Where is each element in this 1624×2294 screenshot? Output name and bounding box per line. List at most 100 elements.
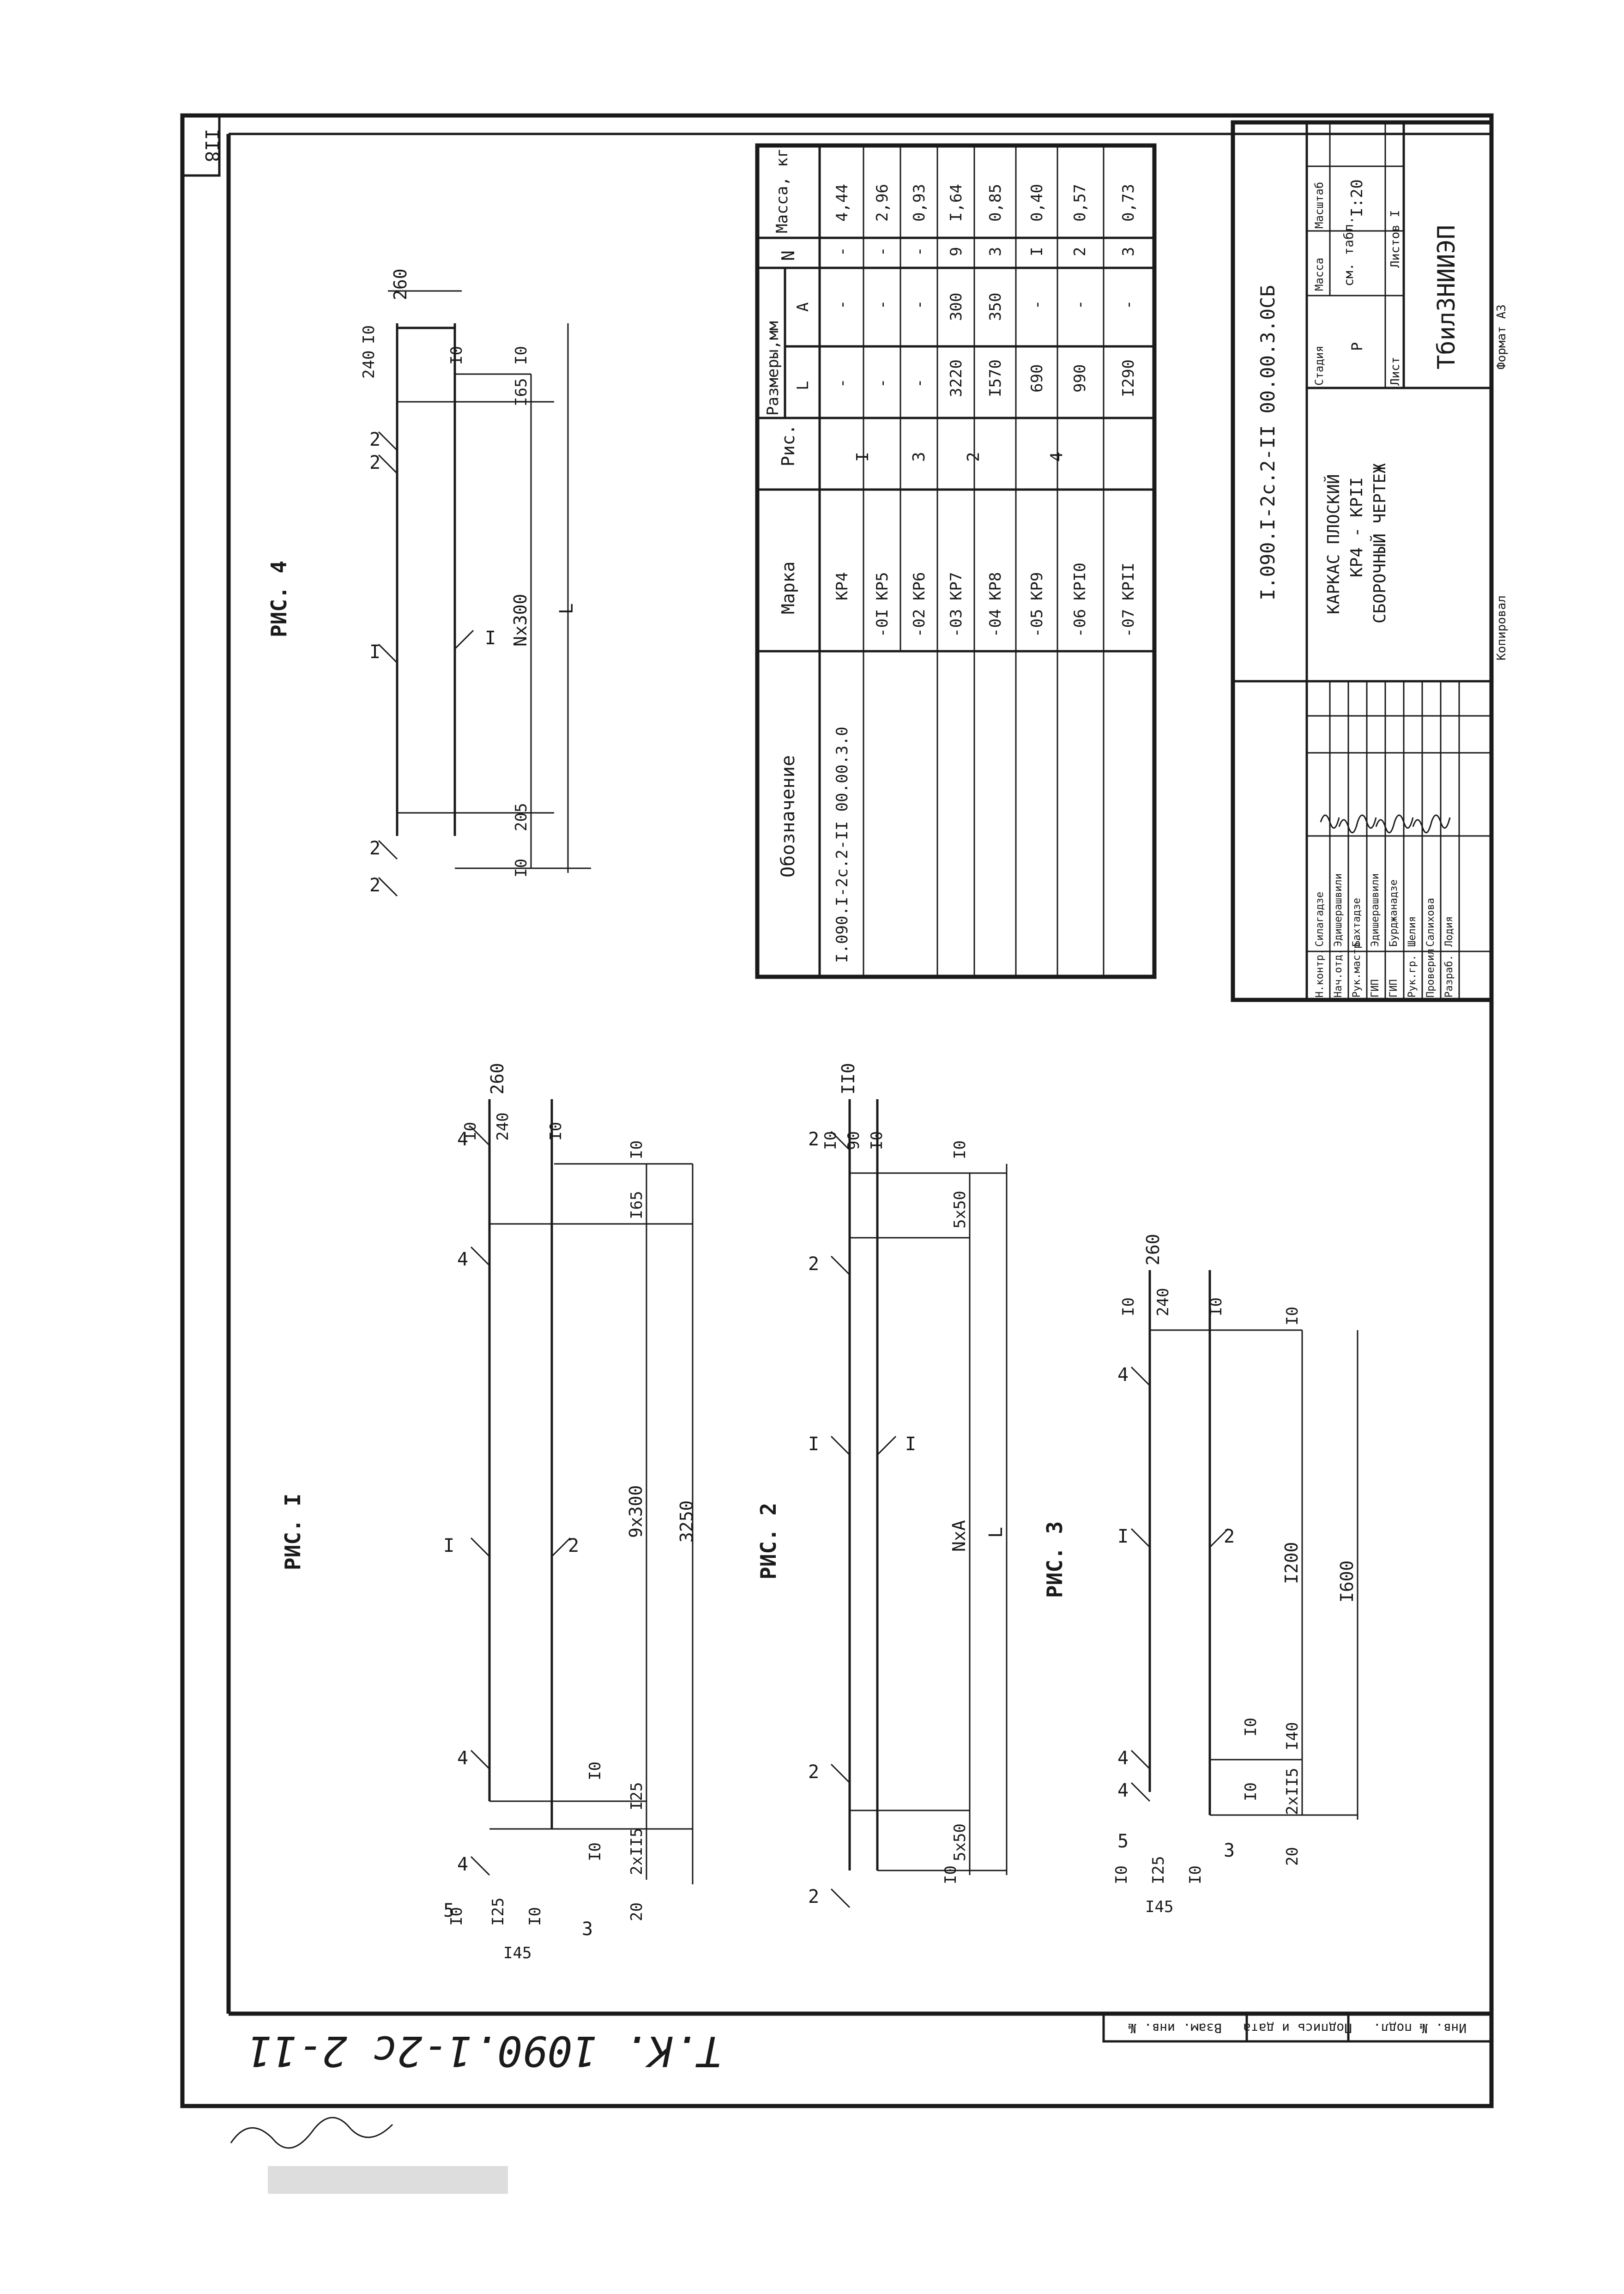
- figure-4: РИС. 4 260 I0 240 I0 I0 I65 Nх300 L I0 2…: [266, 268, 591, 896]
- name-3: Эдишерашвили: [1370, 873, 1381, 947]
- title-line3: СБОРОЧНЫЙ ЧЕРТЕЖ: [1370, 463, 1389, 623]
- fig4-d165: I65: [512, 378, 531, 406]
- fig1-d125a: I25: [628, 1782, 646, 1810]
- cell-ris: 2: [964, 452, 983, 462]
- th-massa: Масса, кг: [773, 148, 791, 233]
- fig4-dL: L: [556, 603, 577, 614]
- fig3-d10c: I0: [1283, 1307, 1302, 1326]
- cell-massa: I,64: [947, 184, 966, 222]
- fig2-d10c: I0: [951, 1140, 969, 1159]
- fig3-pos1: I: [1117, 1526, 1129, 1547]
- fig1-d240: 240: [494, 1113, 512, 1141]
- cell-massa: 0,40: [1028, 184, 1046, 222]
- th-ris: Рис.: [778, 424, 798, 466]
- cell-N: 9: [947, 247, 966, 256]
- name-0: Силагадзе: [1314, 892, 1326, 947]
- fig4-d10a: I0: [360, 325, 378, 344]
- sheet-number: II8: [201, 129, 222, 162]
- fig1-d9x300: 9х300: [626, 1485, 646, 1538]
- fig4-d205: 205: [512, 803, 531, 831]
- sheet-frame: [180, 113, 1494, 2108]
- listov-label: Листов I: [1389, 210, 1402, 268]
- fig1-pos4a: 4: [457, 1129, 468, 1150]
- fig1-d3250: 3250: [676, 1500, 697, 1543]
- cell-L: -: [833, 379, 851, 388]
- figure-1: РИС. I 260 I0 240 I0 I0 I65 9х300 3250 I…: [280, 1063, 697, 1962]
- fig1-d10a: I0: [461, 1122, 480, 1141]
- side-stamp: [1102, 2012, 1493, 2043]
- fig2-dL: L: [985, 1527, 1007, 1538]
- fig1-d10c: I0: [628, 1140, 646, 1159]
- fig3-pos4b: 4: [1117, 1748, 1129, 1769]
- cell-N: I: [1028, 247, 1046, 256]
- fig2-title: РИС. 2: [756, 1503, 781, 1580]
- table-row: -06 КРI0 990 - 2 0,57: [1071, 184, 1089, 637]
- fig2-pos1b: I: [905, 1434, 916, 1455]
- role-5: Рук.гр.: [1407, 955, 1418, 998]
- cell-ris: I: [853, 452, 872, 462]
- table-row: -02 КР6 3 - - - 0,93: [910, 184, 929, 637]
- fig4-d10d: I0: [512, 859, 531, 878]
- fig2-pos2d: 2: [808, 1886, 819, 1907]
- cell-N: 2: [1071, 247, 1089, 256]
- format: Формат А3: [1495, 304, 1509, 369]
- cell-A: 350: [986, 293, 1005, 321]
- cell-A: -: [833, 300, 851, 309]
- fig3-d10b: I0: [1207, 1297, 1226, 1316]
- signature: [230, 2117, 393, 2149]
- fig2-dNxA: NхА: [949, 1520, 969, 1552]
- table-row: -05 КР9 4 690 - I 0,40: [1028, 184, 1066, 637]
- fig3-d2x115: 2хII5: [1283, 1768, 1302, 1815]
- stamp-inv-podl: Инв. № подл.: [1373, 2021, 1467, 2036]
- cell-marka: КР8: [986, 572, 1005, 600]
- cell-marka: КР6: [910, 572, 929, 600]
- table-row: -0I КР5 - - - 2,96: [873, 184, 892, 637]
- cell-N: -: [833, 247, 851, 256]
- cell-N: -: [873, 247, 892, 256]
- fig1-pos1: I: [443, 1535, 454, 1556]
- figure-2: РИС. 2 II0 I0 90 I0 I0 5х50 NхА L I0 5х5…: [756, 1063, 1008, 1907]
- fig1-d10e: I0: [586, 1842, 604, 1861]
- fig3-pos2: 2: [1224, 1526, 1235, 1547]
- fig3-d10a: I0: [1119, 1297, 1138, 1316]
- cell-oboz: -07: [1119, 609, 1138, 637]
- signatures: [1320, 814, 1451, 834]
- cell-oboz: -05: [1028, 609, 1046, 637]
- fig4-dNx300: Nх300: [510, 594, 531, 647]
- masshtab-value: I:20: [1348, 179, 1366, 217]
- fig3-title: РИС. 3: [1042, 1521, 1067, 1598]
- name-5: Шелия: [1407, 916, 1418, 947]
- cell-marka: КР5: [873, 572, 892, 600]
- fig3-d240: 240: [1154, 1288, 1172, 1316]
- leader-lines: [378, 431, 1229, 1908]
- cell-L: -: [910, 379, 929, 388]
- stadia-value: Р: [1348, 342, 1366, 351]
- cell-marka: КР4: [833, 572, 851, 600]
- cell-oboz: -06: [1071, 609, 1089, 637]
- role-4: ГИП: [1388, 979, 1400, 998]
- fig2-pos1a: I: [808, 1434, 819, 1455]
- fig3-d20: 20: [1283, 1847, 1302, 1866]
- cell-oboz: -02: [910, 609, 929, 637]
- fig2-d90: 90: [845, 1131, 863, 1150]
- fig4-d240: 240: [360, 351, 378, 379]
- fig1-d10b: I0: [547, 1122, 565, 1141]
- fig3-pos4a: 4: [1117, 1364, 1129, 1386]
- th-oboz: Обозначение: [778, 755, 799, 878]
- cell-A: -: [1071, 300, 1089, 309]
- cell-oboz: -04: [986, 609, 1005, 637]
- fig3-d1200: I200: [1281, 1542, 1302, 1584]
- fig1-pos4b: 4: [457, 1249, 468, 1270]
- th-A: А: [794, 303, 812, 312]
- role-2: Рук.мастр.: [1351, 937, 1363, 998]
- cell-L: 690: [1028, 364, 1046, 393]
- fig2-pos2b: 2: [808, 1253, 819, 1275]
- figure-3: РИС. 3 260 I0 240 I0 I0 I200 I600 I0 I40…: [1042, 1234, 1358, 1916]
- spec-table: Обозначение Марка Рис. Размеры,мм L А N …: [755, 143, 1157, 979]
- table-row: -03 КР7 2 3220 300 9 I,64: [947, 184, 983, 637]
- fig4-d10b: I0: [447, 346, 466, 365]
- stamp-vzam: Взам. инв. №: [1129, 2021, 1222, 2036]
- masshtab-header: Масштаб: [1313, 182, 1326, 229]
- cell-marka: КР9: [1028, 572, 1046, 600]
